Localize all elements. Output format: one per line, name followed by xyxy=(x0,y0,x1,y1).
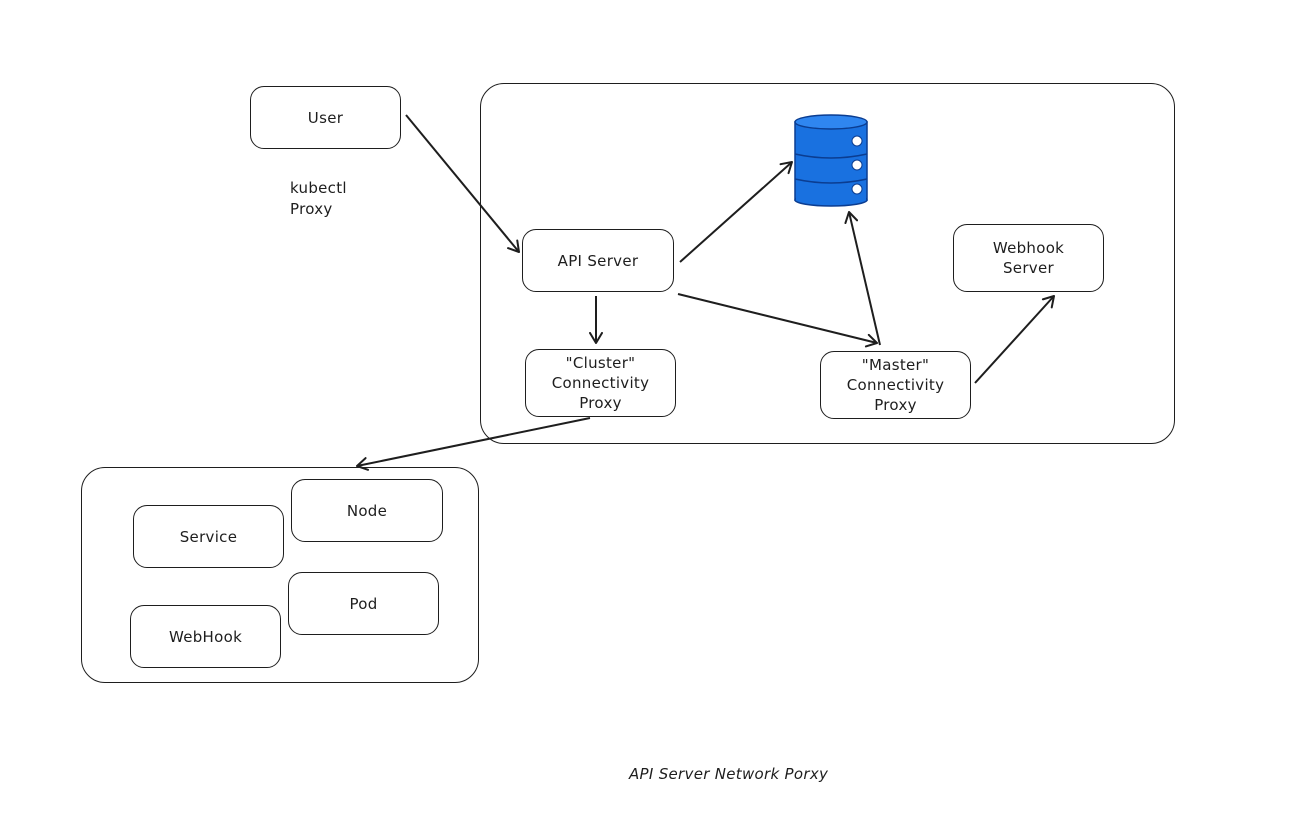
service-node: Service xyxy=(133,505,284,568)
arrow-user-to-api-server xyxy=(405,114,520,253)
pod-node: Pod xyxy=(288,572,439,635)
master-connectivity-proxy-node: "Master" Connectivity Proxy xyxy=(820,351,971,419)
webhook-node: WebHook xyxy=(130,605,281,668)
arrow-cluster-proxy-to-cluster-group xyxy=(356,417,591,471)
webhook-server-node: Webhook Server xyxy=(953,224,1104,292)
user-node: User xyxy=(250,86,401,149)
arrow-master-proxy-to-webhook-server xyxy=(974,295,1055,384)
cluster-group xyxy=(81,467,479,683)
database-icon xyxy=(794,114,868,207)
diagram-caption: API Server Network Porxy xyxy=(629,765,829,783)
api-server-node: API Server xyxy=(522,229,674,292)
kubectl-proxy-label: kubectl Proxy xyxy=(290,179,347,218)
node-node: Node xyxy=(291,479,443,542)
arrow-api-server-to-master-proxy xyxy=(677,293,878,348)
cluster-connectivity-proxy-node: "Cluster" Connectivity Proxy xyxy=(525,349,676,417)
arrow-api-server-to-database xyxy=(679,161,793,263)
arrow-master-proxy-to-database xyxy=(844,211,881,346)
control-plane-group xyxy=(480,83,1175,444)
